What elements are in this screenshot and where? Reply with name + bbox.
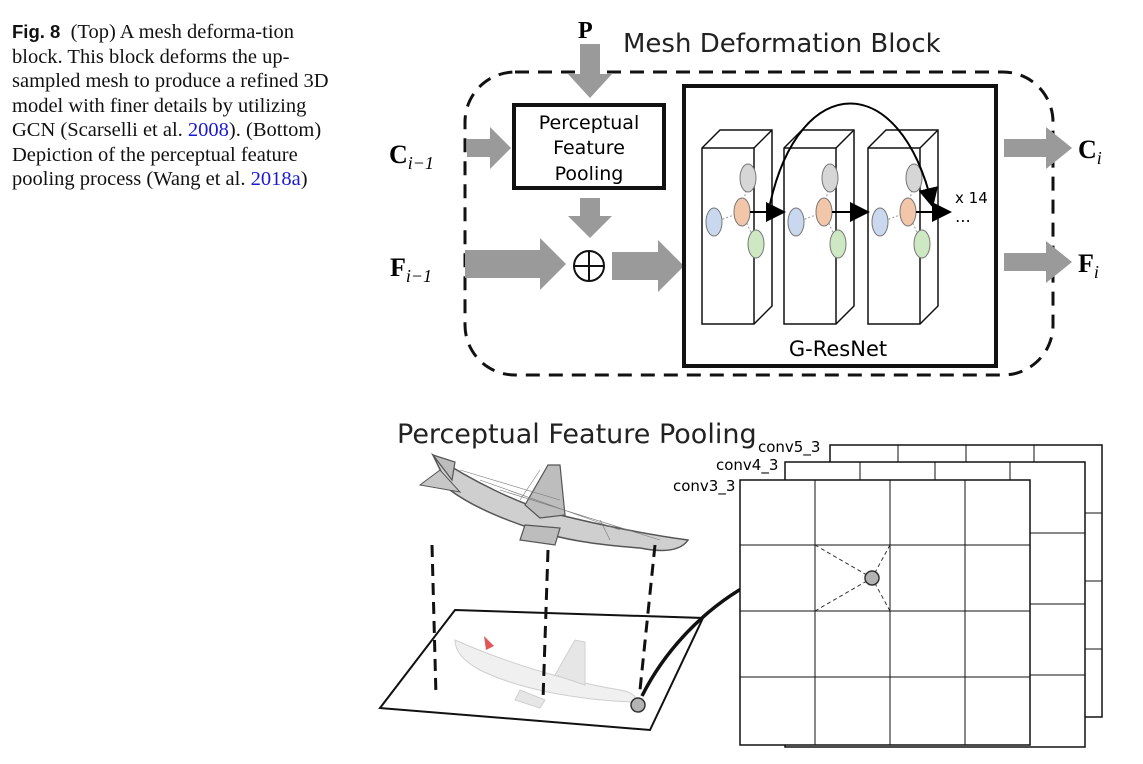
caption-text-1: (Top) A mesh deforma-tion block. This bl… bbox=[12, 21, 329, 141]
g-resnet-label: G-ResNet bbox=[789, 337, 887, 361]
citation-link-wang[interactable]: 2018a bbox=[250, 168, 301, 190]
graph-layer-2 bbox=[783, 129, 855, 325]
vertex-node-icon bbox=[913, 229, 931, 259]
vertex-node-icon bbox=[815, 197, 833, 227]
block-title: Mesh Deformation Block bbox=[623, 29, 941, 59]
pooling-label-1: Perceptual bbox=[539, 112, 639, 134]
repeat-label: x 14 bbox=[955, 189, 988, 207]
citation-link-scarselli[interactable]: 2008 bbox=[187, 119, 229, 141]
caption-text-3: ) bbox=[300, 168, 308, 190]
perceptual-feature-pooling: Perceptual Feature Pooling bbox=[378, 419, 1103, 748]
input-p-label: P bbox=[578, 18, 593, 44]
vertex-node-icon bbox=[829, 229, 847, 259]
caption-text-2: ). (Bottom) Depiction of the perceptual … bbox=[12, 119, 322, 190]
pooling-down-arrow bbox=[568, 198, 612, 238]
feature-map-conv3-3 bbox=[739, 479, 1031, 746]
input-f-label: Fi−1 bbox=[390, 253, 432, 286]
f-output-arrow bbox=[1004, 241, 1072, 283]
skip-connection-arrow bbox=[769, 102, 938, 208]
figure-label: Fig. 8 bbox=[12, 21, 61, 42]
vertex-node-icon bbox=[733, 197, 751, 227]
vertex-node-icon bbox=[739, 163, 757, 193]
pooling-label-2: Feature bbox=[553, 137, 625, 159]
pooling-label-3: Pooling bbox=[555, 163, 624, 185]
c-input-arrow bbox=[467, 127, 511, 169]
layer-label-conv5-3: conv5_3 bbox=[758, 438, 820, 457]
vertex-node-icon bbox=[705, 207, 723, 237]
projection-line bbox=[638, 544, 657, 691]
vertex-node-icon bbox=[905, 163, 923, 193]
vertex-node-icon bbox=[821, 163, 839, 193]
graph-layer-3 bbox=[867, 129, 939, 325]
ellipsis-label: ⋯ bbox=[955, 211, 971, 230]
layer-label-conv3-3: conv3_3 bbox=[673, 477, 735, 496]
f-input-arrow bbox=[465, 238, 566, 290]
output-c-label: Ci bbox=[1078, 135, 1102, 168]
layer-label-conv4-3: conv4_3 bbox=[716, 456, 778, 475]
p-down-arrow bbox=[568, 44, 612, 98]
sum-to-resnet-arrow bbox=[612, 240, 684, 292]
block-dashed-border bbox=[463, 70, 1055, 377]
projection-line bbox=[541, 549, 550, 701]
pooling-section-title: Perceptual Feature Pooling bbox=[397, 419, 757, 450]
image-plane bbox=[378, 608, 705, 732]
vertex-node-icon bbox=[747, 229, 765, 259]
projection-line bbox=[430, 544, 438, 697]
c-output-arrow bbox=[1004, 127, 1072, 169]
sample-point-icon bbox=[864, 570, 880, 586]
sum-icon bbox=[573, 250, 605, 282]
graph-layer-1 bbox=[701, 129, 773, 325]
mesh-deformation-block: Mesh Deformation Block P Ci−1 Perceptual… bbox=[389, 18, 1102, 377]
projected-point-icon bbox=[630, 697, 646, 713]
vertex-node-icon bbox=[787, 207, 805, 237]
figure-caption: Fig. 8 (Top) A mesh deforma-tion block. … bbox=[12, 20, 342, 192]
vertex-node-icon bbox=[871, 207, 889, 237]
output-f-label: Fi bbox=[1078, 249, 1099, 282]
input-c-label: Ci−1 bbox=[389, 140, 434, 173]
perceptual-pooling-box bbox=[512, 103, 666, 190]
airplane-mesh-icon bbox=[418, 452, 690, 552]
vertex-node-icon bbox=[899, 197, 917, 227]
